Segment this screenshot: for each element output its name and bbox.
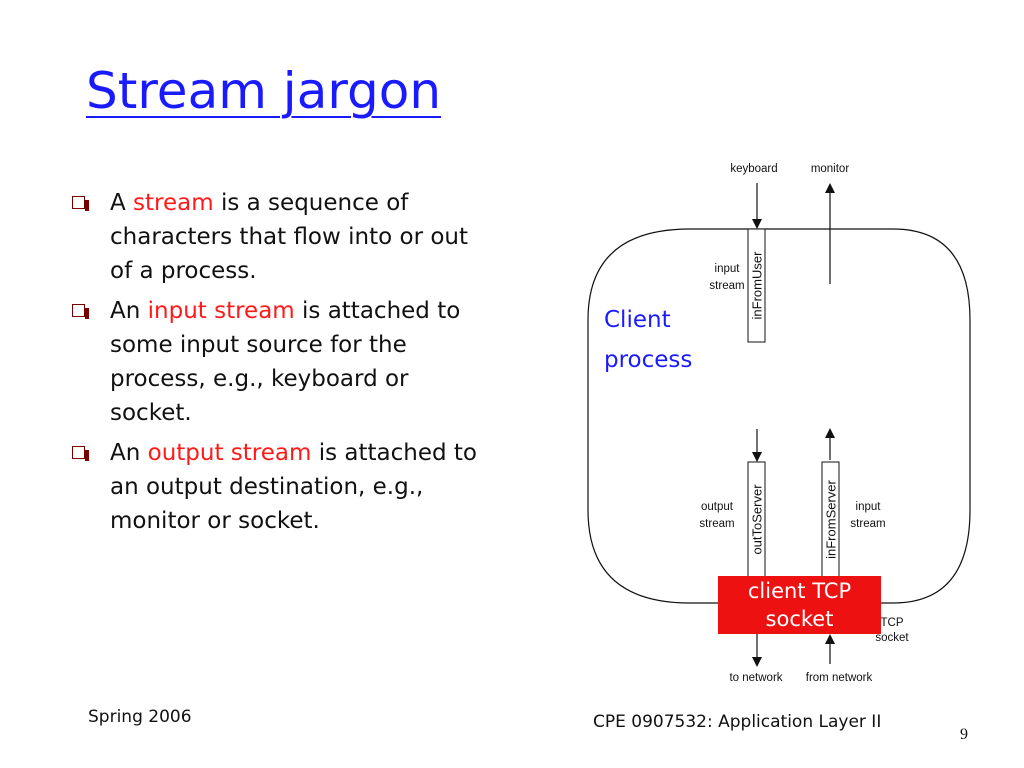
bullet-item: An input stream is attached to some inpu…: [72, 294, 492, 430]
in-from-user-label: inFromUser: [749, 251, 765, 320]
client-tcp-socket-box: client TCP socket: [718, 576, 881, 634]
page-number: 9: [960, 726, 968, 743]
monitor-label: monitor: [810, 163, 850, 175]
slide-title: Stream jargon: [86, 62, 442, 120]
footer-date: Spring 2006: [88, 707, 192, 727]
bullet-box-icon: [72, 196, 89, 211]
from-network-label: from network: [805, 672, 873, 684]
bullet-item: An output stream is attached to an outpu…: [72, 436, 492, 538]
out-to-server-label: outToServer: [749, 484, 765, 555]
bullet-item: A stream is a sequence of characters tha…: [72, 186, 492, 288]
keyboard-label: keyboard: [730, 163, 778, 175]
highlight-term: output stream: [147, 440, 312, 466]
client-process-boundary: [587, 228, 971, 604]
bullet-box-icon: [72, 446, 89, 461]
input-stream-label-top: input stream: [709, 263, 745, 292]
bullet-box-icon: [72, 304, 89, 319]
footer-course: CPE 0907532: Application Layer II: [593, 712, 882, 732]
input-stream-label-bottom: input stream: [850, 501, 886, 530]
in-from-user-stream: [747, 228, 766, 343]
output-stream-label: output stream: [699, 501, 735, 530]
in-from-server-label: inFromServer: [823, 480, 839, 559]
highlight-term: input stream: [147, 298, 295, 324]
client-process-label: Client process: [604, 307, 693, 373]
bullet-list: A stream is a sequence of characters tha…: [72, 186, 492, 544]
tcp-socket-label: TCP socket: [875, 617, 909, 644]
highlight-term: stream: [133, 190, 214, 216]
to-network-label: to network: [729, 672, 783, 684]
